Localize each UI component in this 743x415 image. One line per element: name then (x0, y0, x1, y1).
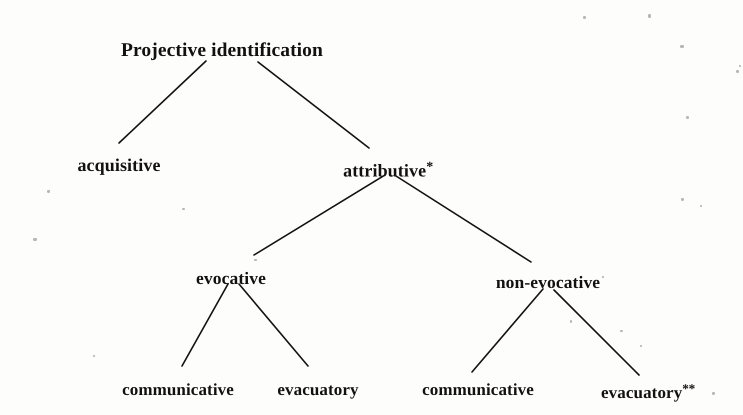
tree-edge-root-to-acq (118, 60, 207, 144)
tree-node-label: acquisitive (77, 155, 161, 175)
footnote-marker: * (426, 159, 433, 175)
tree-edge-nonevo-to-non-comm (471, 288, 544, 373)
tree-node-label: evacuatory (601, 383, 683, 403)
tree-node-non-comm: communicative (422, 380, 534, 400)
tree-edge-attr-to-nonevo (395, 175, 532, 263)
tree-edge-evo-to-evo-evac (238, 283, 309, 367)
tree-node-label: non-evocative (495, 272, 601, 292)
tree-node-label: communicative (122, 380, 234, 399)
tree-node-label: Projective identification (121, 40, 323, 61)
tree-edge-attr-to-evo (253, 174, 386, 256)
tree-node-label: communicative (422, 380, 534, 399)
tree-node-non-evac: evacuatory** (601, 381, 695, 403)
footnote-marker: ** (682, 381, 695, 396)
tree-node-attr: attributive* (343, 159, 433, 181)
tree-node-label: attributive (343, 160, 427, 181)
tree-node-acq: acquisitive (77, 155, 160, 176)
tree-node-nonevo: non-evocative (496, 272, 600, 293)
tree-edge-root-to-attr (257, 61, 370, 149)
tree-node-evo-evac: evacuatory (277, 380, 358, 400)
tree-node-label: evacuatory (277, 380, 359, 399)
tree-node-label: evocative (196, 268, 266, 288)
tree-node-root: Projective identification (121, 40, 323, 62)
tree-edge-nonevo-to-non-evac (553, 289, 640, 376)
tree-node-evo: evocative (196, 268, 266, 289)
tree-edge-evo-to-evo-comm (181, 283, 229, 367)
tree-node-evo-comm: communicative (122, 380, 234, 400)
